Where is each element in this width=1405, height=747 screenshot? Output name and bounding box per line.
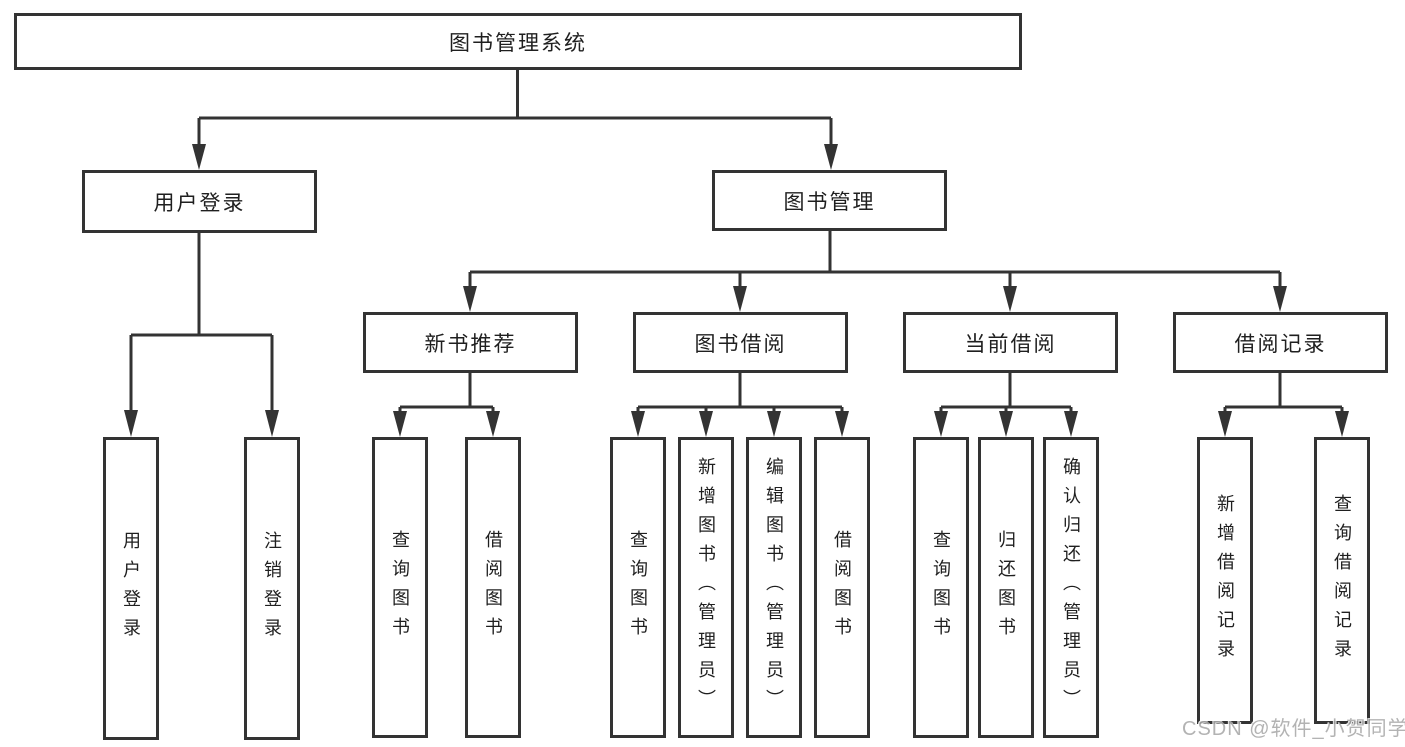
leaf-query-books-current: 查询图书 — [913, 437, 969, 738]
leaf-borrow-books: 借阅图书 — [814, 437, 870, 738]
leaf-logout: 注销登录 — [244, 437, 300, 740]
node-book-borrow-label: 图书借阅 — [694, 332, 787, 356]
leaf-confirm-return-admin: 确认归还（管理员） — [1043, 437, 1099, 738]
node-borrow-records: 借阅记录 — [1173, 312, 1388, 373]
node-book-management: 图书管理 — [712, 170, 947, 231]
leaf-query-books-recommend: 查询图书 — [372, 437, 428, 738]
leaf-add-book-admin: 新增图书（管理员） — [678, 437, 734, 738]
arrowhead-icons — [124, 144, 1349, 437]
node-book-management-label: 图书管理 — [783, 190, 876, 214]
node-current-borrow-label: 当前借阅 — [964, 332, 1057, 356]
node-book-borrow: 图书借阅 — [633, 312, 848, 373]
node-new-book-recommend: 新书推荐 — [363, 312, 578, 373]
leaf-query-books-borrow: 查询图书 — [610, 437, 666, 738]
leaf-return-book: 归还图书 — [978, 437, 1034, 738]
node-root: 图书管理系统 — [14, 13, 1022, 70]
leaf-add-borrow-record: 新增借阅记录 — [1197, 437, 1253, 724]
node-current-borrow: 当前借阅 — [903, 312, 1118, 373]
node-user-login-label: 用户登录 — [153, 191, 246, 215]
node-user-login: 用户登录 — [82, 170, 317, 233]
node-borrow-records-label: 借阅记录 — [1234, 332, 1327, 356]
csdn-watermark: CSDN @软件_小贺同学 — [1182, 718, 1405, 740]
leaf-borrow-books-recommend: 借阅图书 — [465, 437, 521, 738]
leaf-user-login: 用户登录 — [103, 437, 159, 740]
leaf-edit-book-admin: 编辑图书（管理员） — [746, 437, 802, 738]
node-new-book-recommend-label: 新书推荐 — [424, 332, 517, 356]
leaf-query-borrow-record: 查询借阅记录 — [1314, 437, 1370, 724]
node-root-label: 图书管理系统 — [449, 31, 587, 55]
